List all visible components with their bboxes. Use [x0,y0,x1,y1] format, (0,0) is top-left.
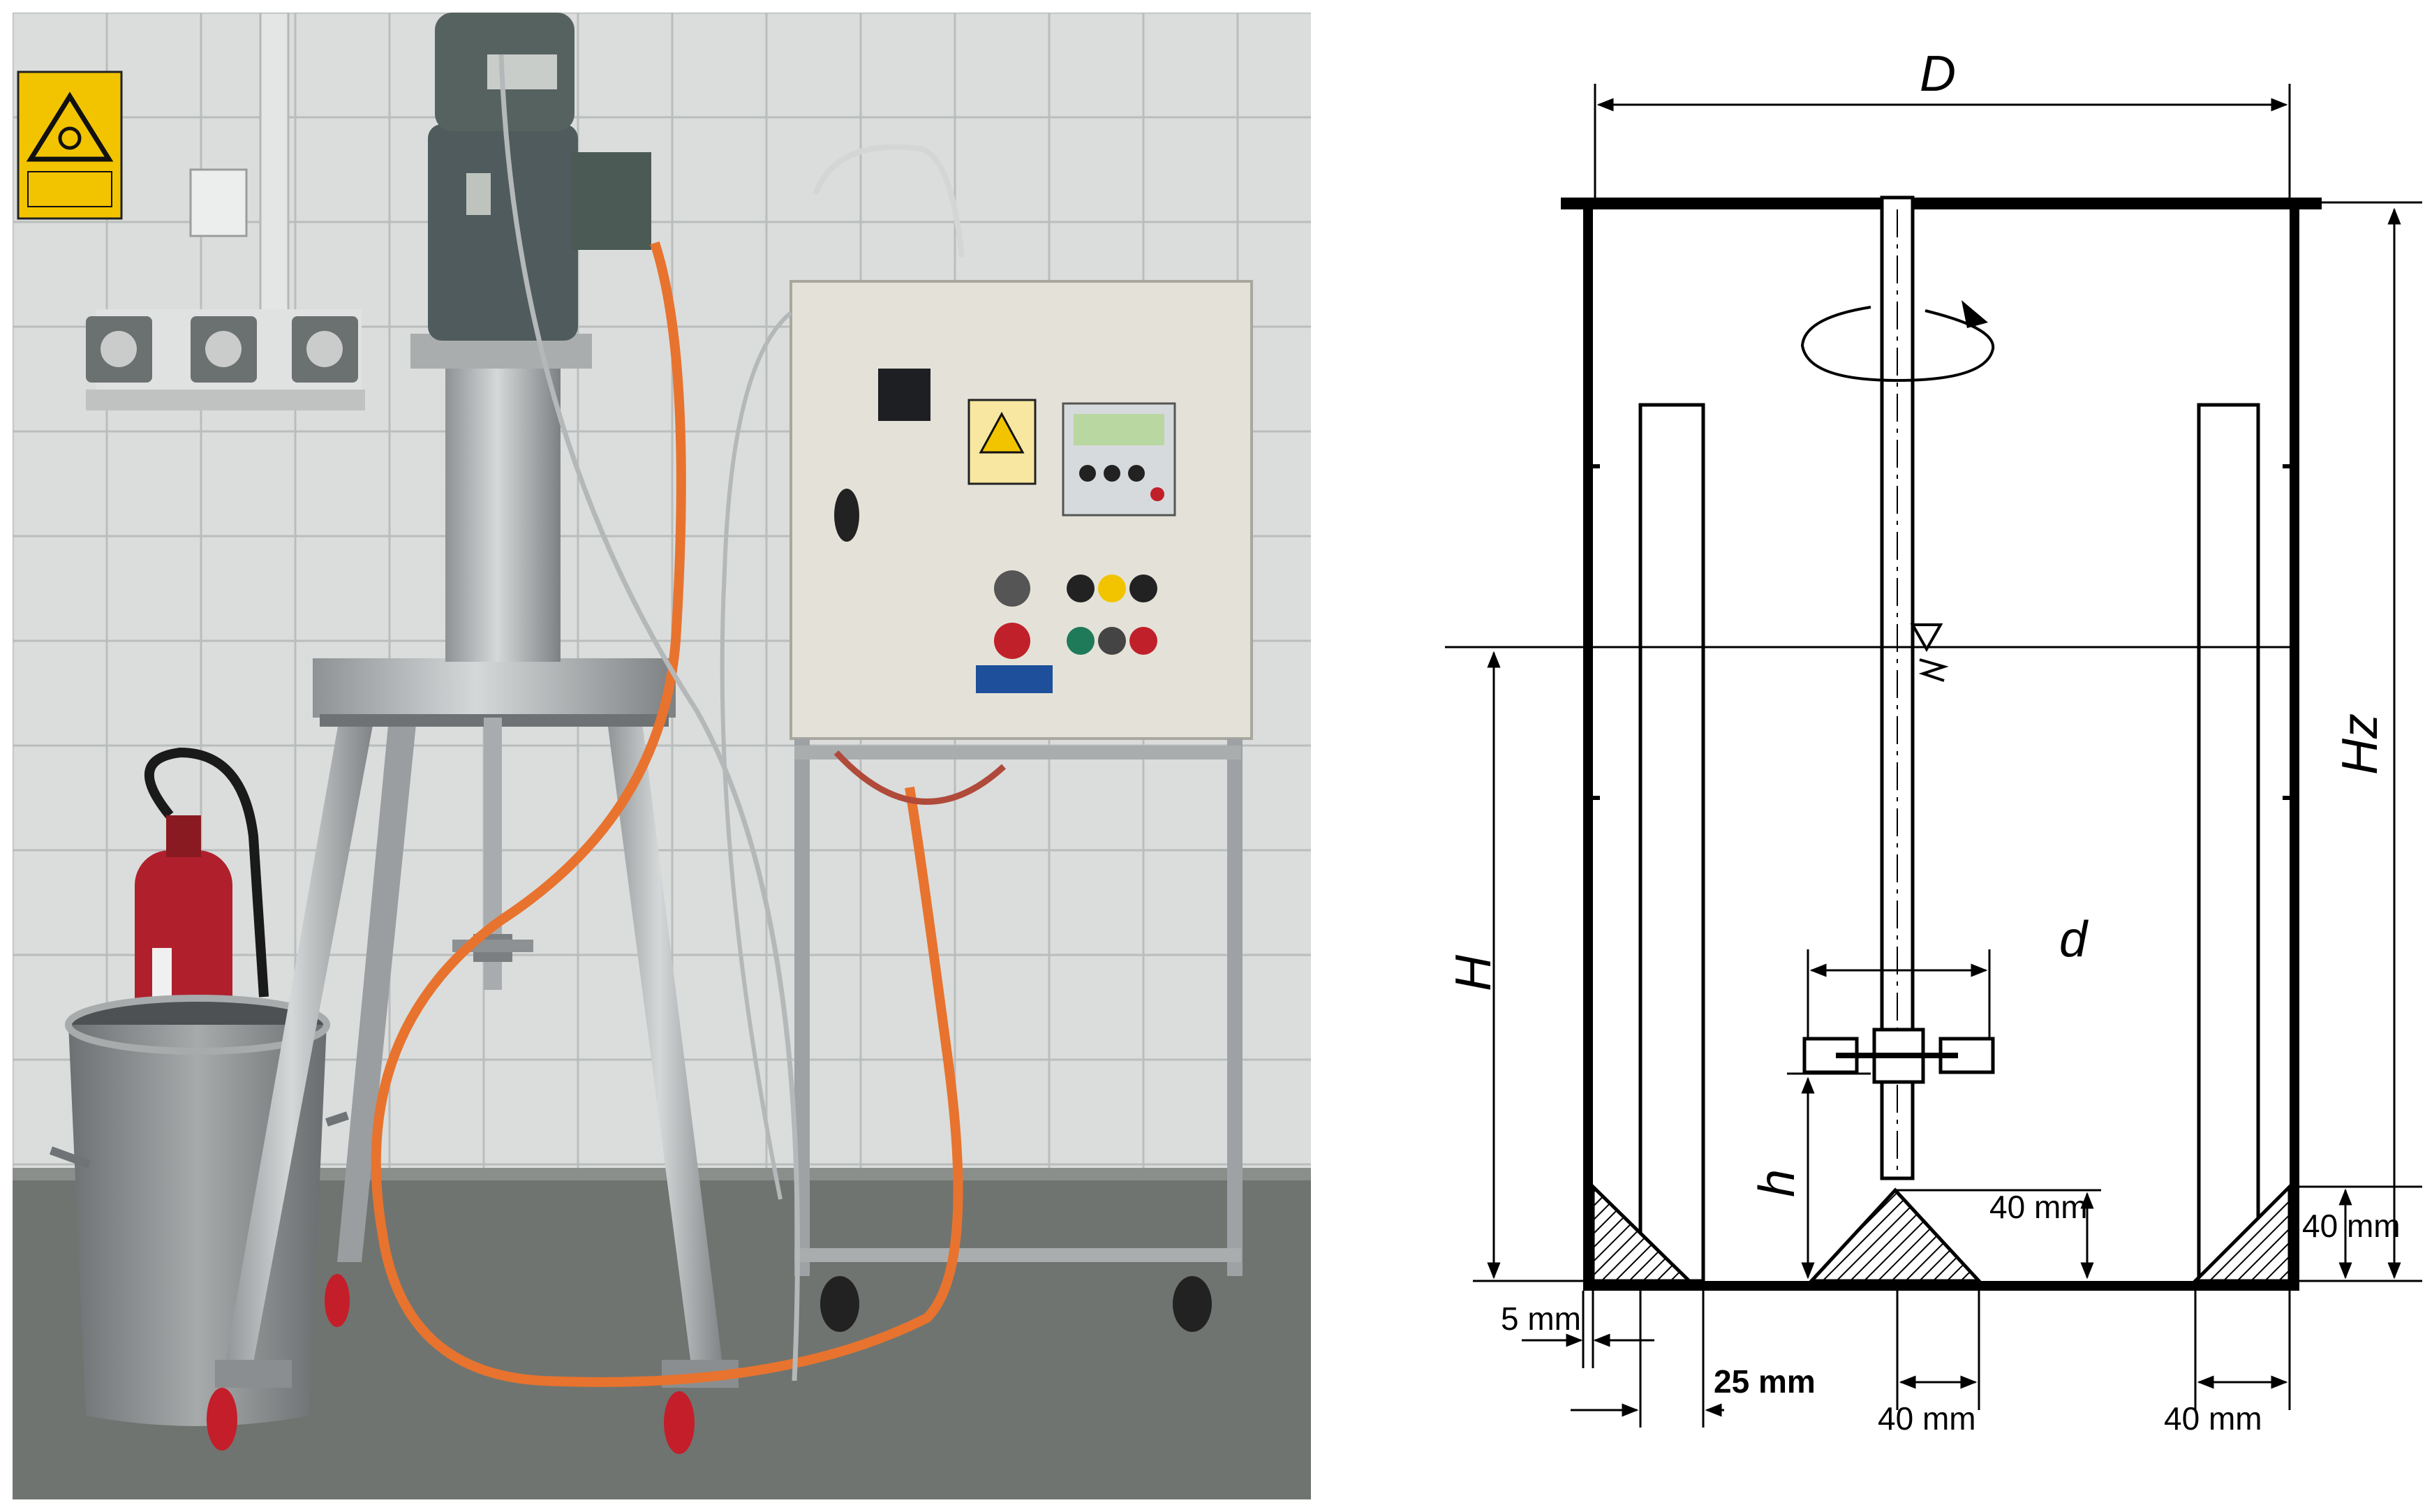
control-cabinet [789,144,1253,1332]
mixer-motor [410,13,651,662]
wall-sockets [86,309,365,410]
label-wall-gap: 5 mm [1501,1300,1581,1337]
left-fillet [1591,1183,1694,1283]
label-H: H [1446,954,1501,991]
tank-diagram-panel: D Hz H h d 40 mm 40 mm 5 mm [1361,0,2425,1512]
label-Hz: Hz [2332,713,2388,775]
mixer-stand [207,658,739,1454]
steel-bucket [49,995,349,1426]
label-baffle-width: 25 mm [1714,1363,1816,1400]
lab-photo [13,13,1311,1499]
label-cone-offset: 40 mm [1878,1400,1976,1437]
shaft [1880,195,1915,1180]
liquid-level-icon [1910,623,1949,682]
label-h: h [1749,1169,1805,1197]
label-d: d [2059,912,2089,968]
baffles [1593,403,2290,1283]
wall-thermostat [189,168,248,237]
right-fillet [2190,1182,2292,1283]
photo-panel [13,13,1311,1499]
impeller-shaft [452,718,533,990]
label-fillet-width: 40 mm [2164,1400,2262,1437]
power-hose [371,241,963,1387]
rotation-arrow-icon [1800,306,1995,383]
fire-extinguisher [135,747,269,1032]
center-cone [1807,1187,1983,1283]
biohazard-sign [17,71,123,220]
label-cone-height: 40 mm [1989,1189,2088,1225]
tank-walls [1561,198,2322,1291]
label-D: D [1920,46,1956,102]
tank-diagram: D Hz H h d 40 mm 40 mm 5 mm [1445,46,2422,1437]
impeller [1802,1028,1995,1084]
label-fillet-height: 40 mm [2302,1208,2401,1244]
